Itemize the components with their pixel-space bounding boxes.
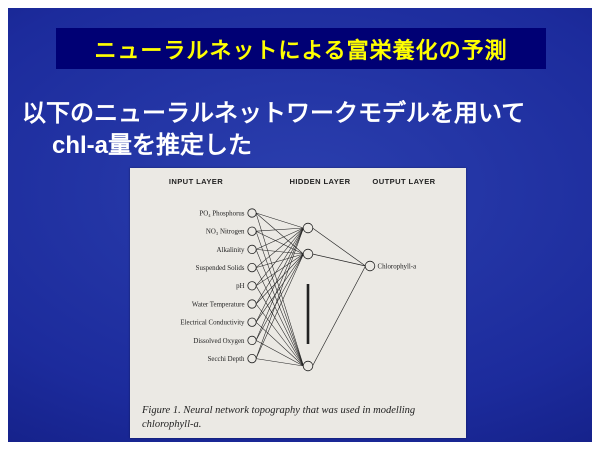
connection-line — [255, 231, 304, 367]
title-bar: ニューラルネットによる富栄養化の予測 — [56, 28, 546, 69]
connection-line — [255, 227, 304, 286]
slide: ニューラルネットによる富栄養化の予測 以下のニューラルネットワークモデルを用いて… — [8, 8, 592, 442]
hidden-node — [302, 222, 314, 234]
input-node-label: Water Temperature — [192, 301, 245, 308]
connection-line — [312, 227, 366, 267]
layer-header: HIDDEN LAYER — [289, 177, 350, 186]
connection-line — [255, 253, 304, 323]
connection-line — [255, 227, 304, 250]
connection-line — [255, 227, 304, 323]
connection-line — [255, 253, 304, 305]
input-node-label: Secchi Depth — [208, 356, 245, 363]
input-node — [247, 299, 257, 309]
body-line-2: chl-a量を推定した — [52, 131, 253, 159]
layer-header: OUTPUT LAYER — [372, 177, 435, 186]
figure-caption: Figure 1. Neural network topography that… — [142, 404, 416, 430]
connection-line — [255, 340, 304, 367]
connection-line — [255, 227, 304, 268]
connection-line — [255, 303, 304, 367]
connection-line — [255, 212, 304, 229]
input-node-label: NO₃ Nitrogen — [206, 229, 245, 236]
input-node — [247, 263, 257, 273]
body-text: 以下のニューラルネットワークモデルを用いて chl-a量を推定した — [22, 98, 584, 161]
connection-line — [255, 321, 304, 367]
input-node-label: Alkalinity — [217, 247, 245, 254]
input-node-label: Suspended Solids — [196, 265, 245, 272]
connection-line — [312, 253, 366, 267]
hidden-node — [302, 248, 314, 260]
input-node — [247, 244, 257, 255]
connection-line — [312, 265, 366, 367]
connection-line — [255, 253, 304, 287]
connection-line — [255, 253, 304, 359]
hidden-node — [302, 360, 314, 372]
input-node — [247, 335, 257, 345]
connection-line — [255, 212, 304, 367]
layer-header: INPUT LAYER — [169, 177, 223, 186]
connection-line — [255, 227, 304, 305]
body-line-1: 以下のニューラルネットワークモデルを用いて — [22, 100, 526, 127]
input-node — [247, 281, 257, 291]
connection-line — [255, 285, 304, 367]
output-node-label: Chlorophyll-a — [378, 263, 417, 270]
connection-line — [255, 358, 304, 367]
output-node — [364, 260, 376, 272]
slide-title: ニューラルネットによる富栄養化の予測 — [94, 37, 508, 63]
input-node — [247, 317, 257, 327]
connection-line — [255, 253, 304, 341]
input-node — [247, 208, 257, 218]
network-diagram: INPUT LAYER HIDDEN LAYER OUTPUT LAYER PO₄ P… — [169, 177, 435, 372]
connection-line — [255, 249, 304, 367]
connection-line — [255, 249, 304, 255]
connection-line — [255, 227, 304, 232]
input-node-label: Dissolved Oxygen — [193, 338, 245, 345]
input-node-label: PO₄ Phosphorus — [199, 210, 244, 217]
figure-panel: INPUT LAYER HIDDEN LAYER OUTPUT LAYER PO₄ P… — [130, 168, 466, 438]
connection-line — [255, 267, 304, 367]
connection-line — [255, 253, 304, 268]
input-node — [247, 226, 257, 236]
connection-line — [255, 227, 304, 359]
input-node — [247, 354, 257, 364]
connection-line — [255, 227, 304, 341]
input-node-label: Electrical Conductivity — [180, 320, 245, 327]
input-node-label: pH — [236, 283, 244, 290]
